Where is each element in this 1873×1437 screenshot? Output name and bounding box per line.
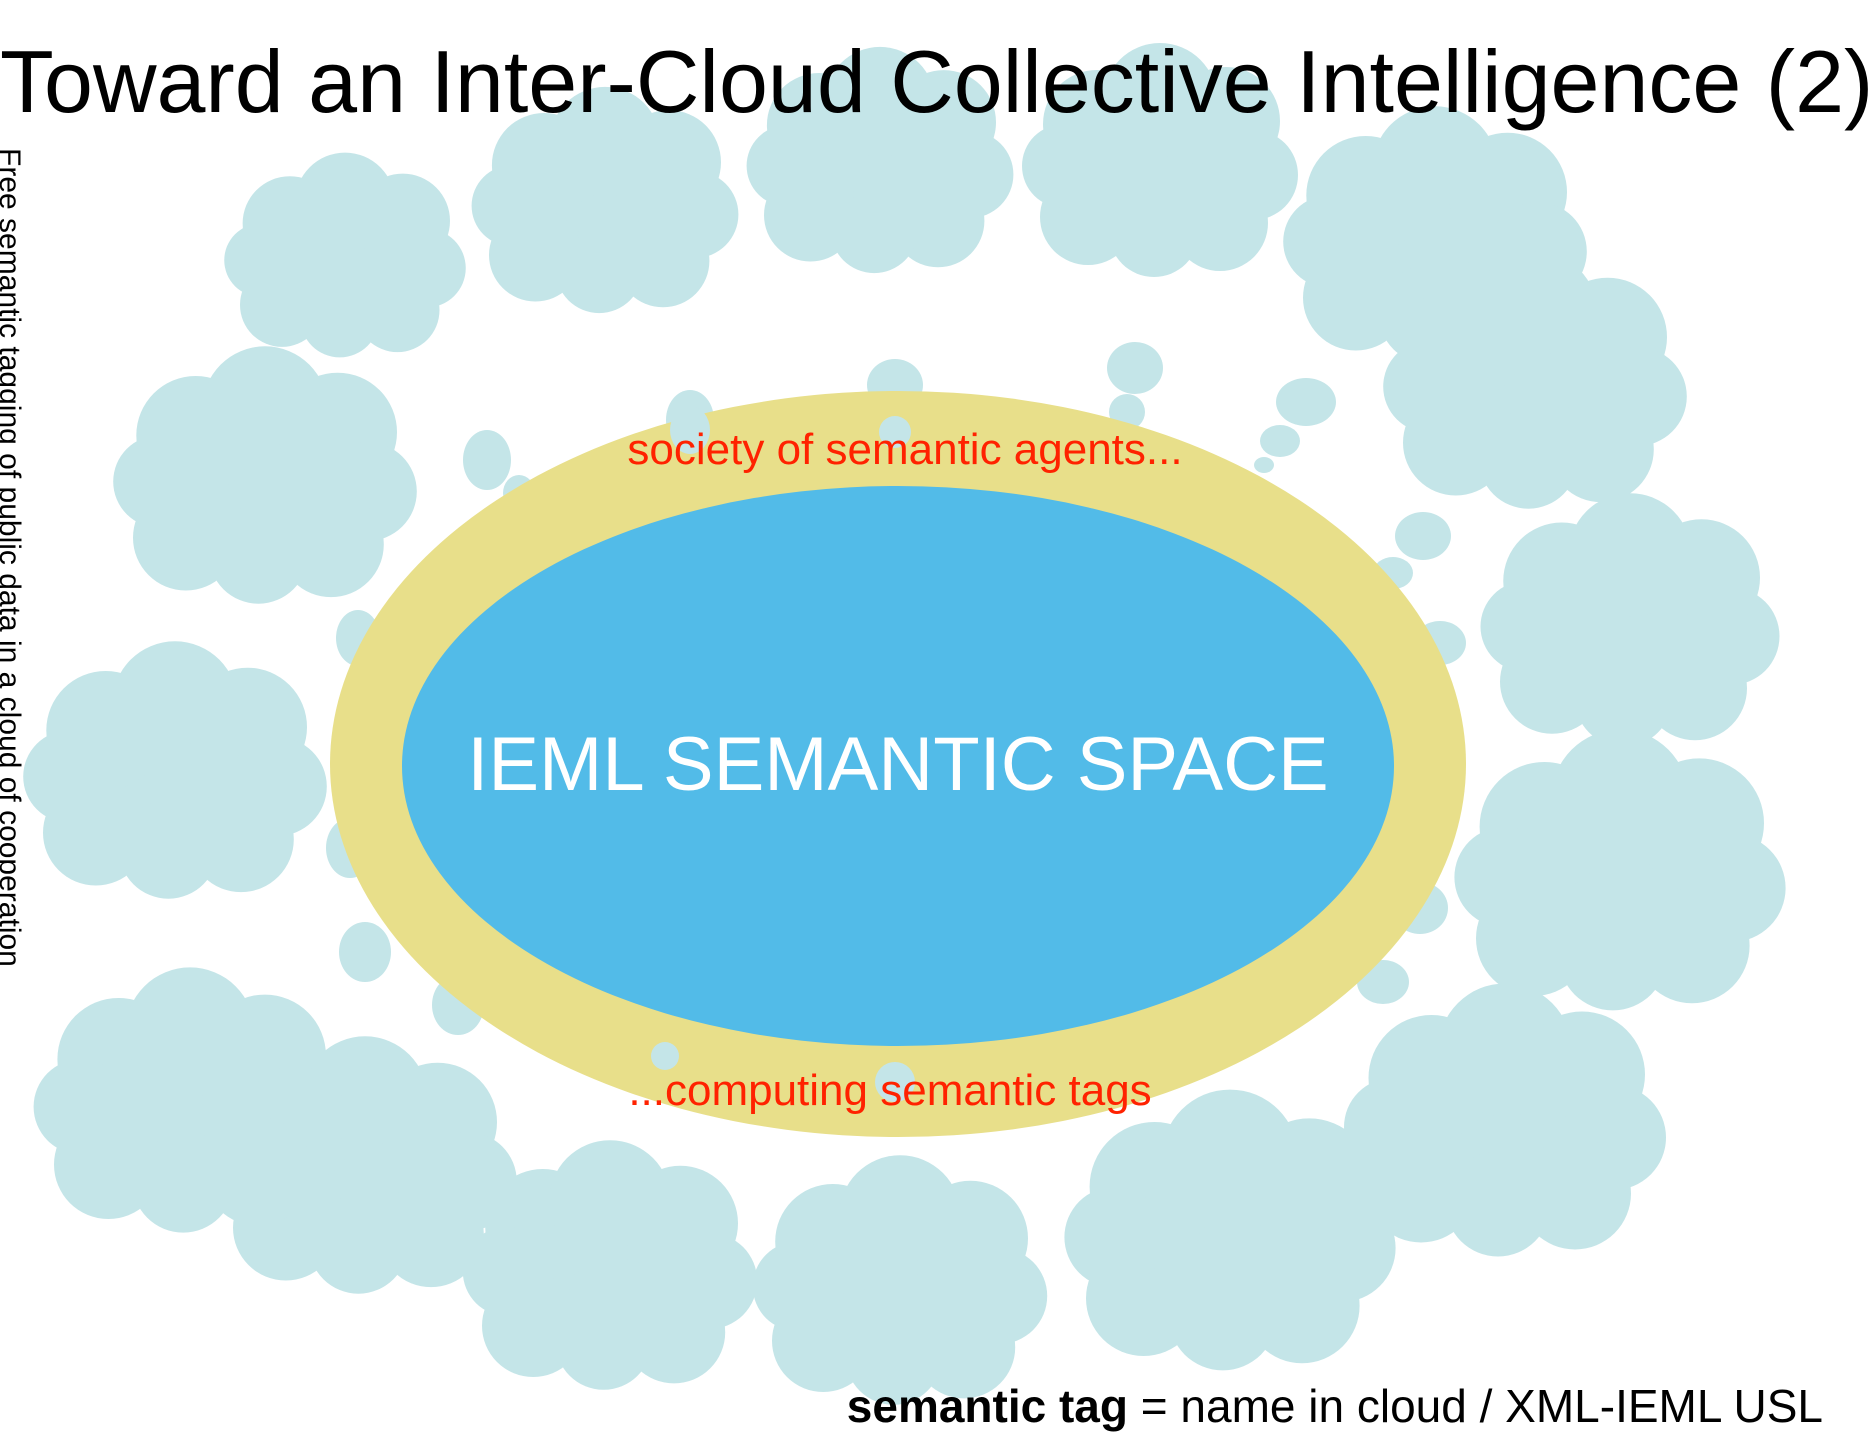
footnote-term: semantic tag <box>846 1380 1128 1432</box>
slide-title: Toward an Inter-Cloud Collective Intelli… <box>0 32 1873 131</box>
cloud-shape <box>33 967 347 1233</box>
cloud-shape <box>1344 983 1666 1257</box>
thought-bubble <box>1395 512 1451 560</box>
thought-bubble <box>670 406 710 454</box>
cloud-shape <box>752 1155 1048 1405</box>
thought-bubble <box>463 430 511 490</box>
cloud-shape <box>1454 729 1786 1011</box>
cloud-shape <box>1064 1089 1396 1371</box>
ring-label-bottom: ...computing semantic tags <box>628 1066 1151 1115</box>
vertical-caption: Free semantic tagging of public data in … <box>0 148 26 967</box>
footnote-definition: = name in cloud / XML-IEML USL <box>1128 1380 1823 1432</box>
thought-bubble <box>875 1062 915 1102</box>
thought-bubble <box>1254 457 1274 473</box>
footnote: semantic tag = name in cloud / XML-IEML … <box>847 1380 1823 1432</box>
center-label: IEML SEMANTIC SPACE <box>467 722 1329 807</box>
overlap-bubbles <box>651 406 915 1102</box>
cloud-shape <box>113 346 417 604</box>
semantic-space-diagram: society of semantic agents... IEML SEMAN… <box>23 43 1786 1405</box>
thought-bubble <box>879 416 911 448</box>
thought-bubble <box>1107 342 1163 394</box>
cloud-shape <box>23 641 327 899</box>
ieml-semantic-space <box>402 486 1394 1046</box>
thought-bubble <box>1276 378 1336 426</box>
thought-bubble <box>1260 425 1300 457</box>
cloud-shape <box>1480 493 1780 747</box>
ring-label-top: society of semantic agents... <box>627 425 1182 474</box>
thought-bubble <box>339 922 391 982</box>
thought-bubble <box>651 1042 679 1070</box>
cloud-shape <box>224 152 466 358</box>
